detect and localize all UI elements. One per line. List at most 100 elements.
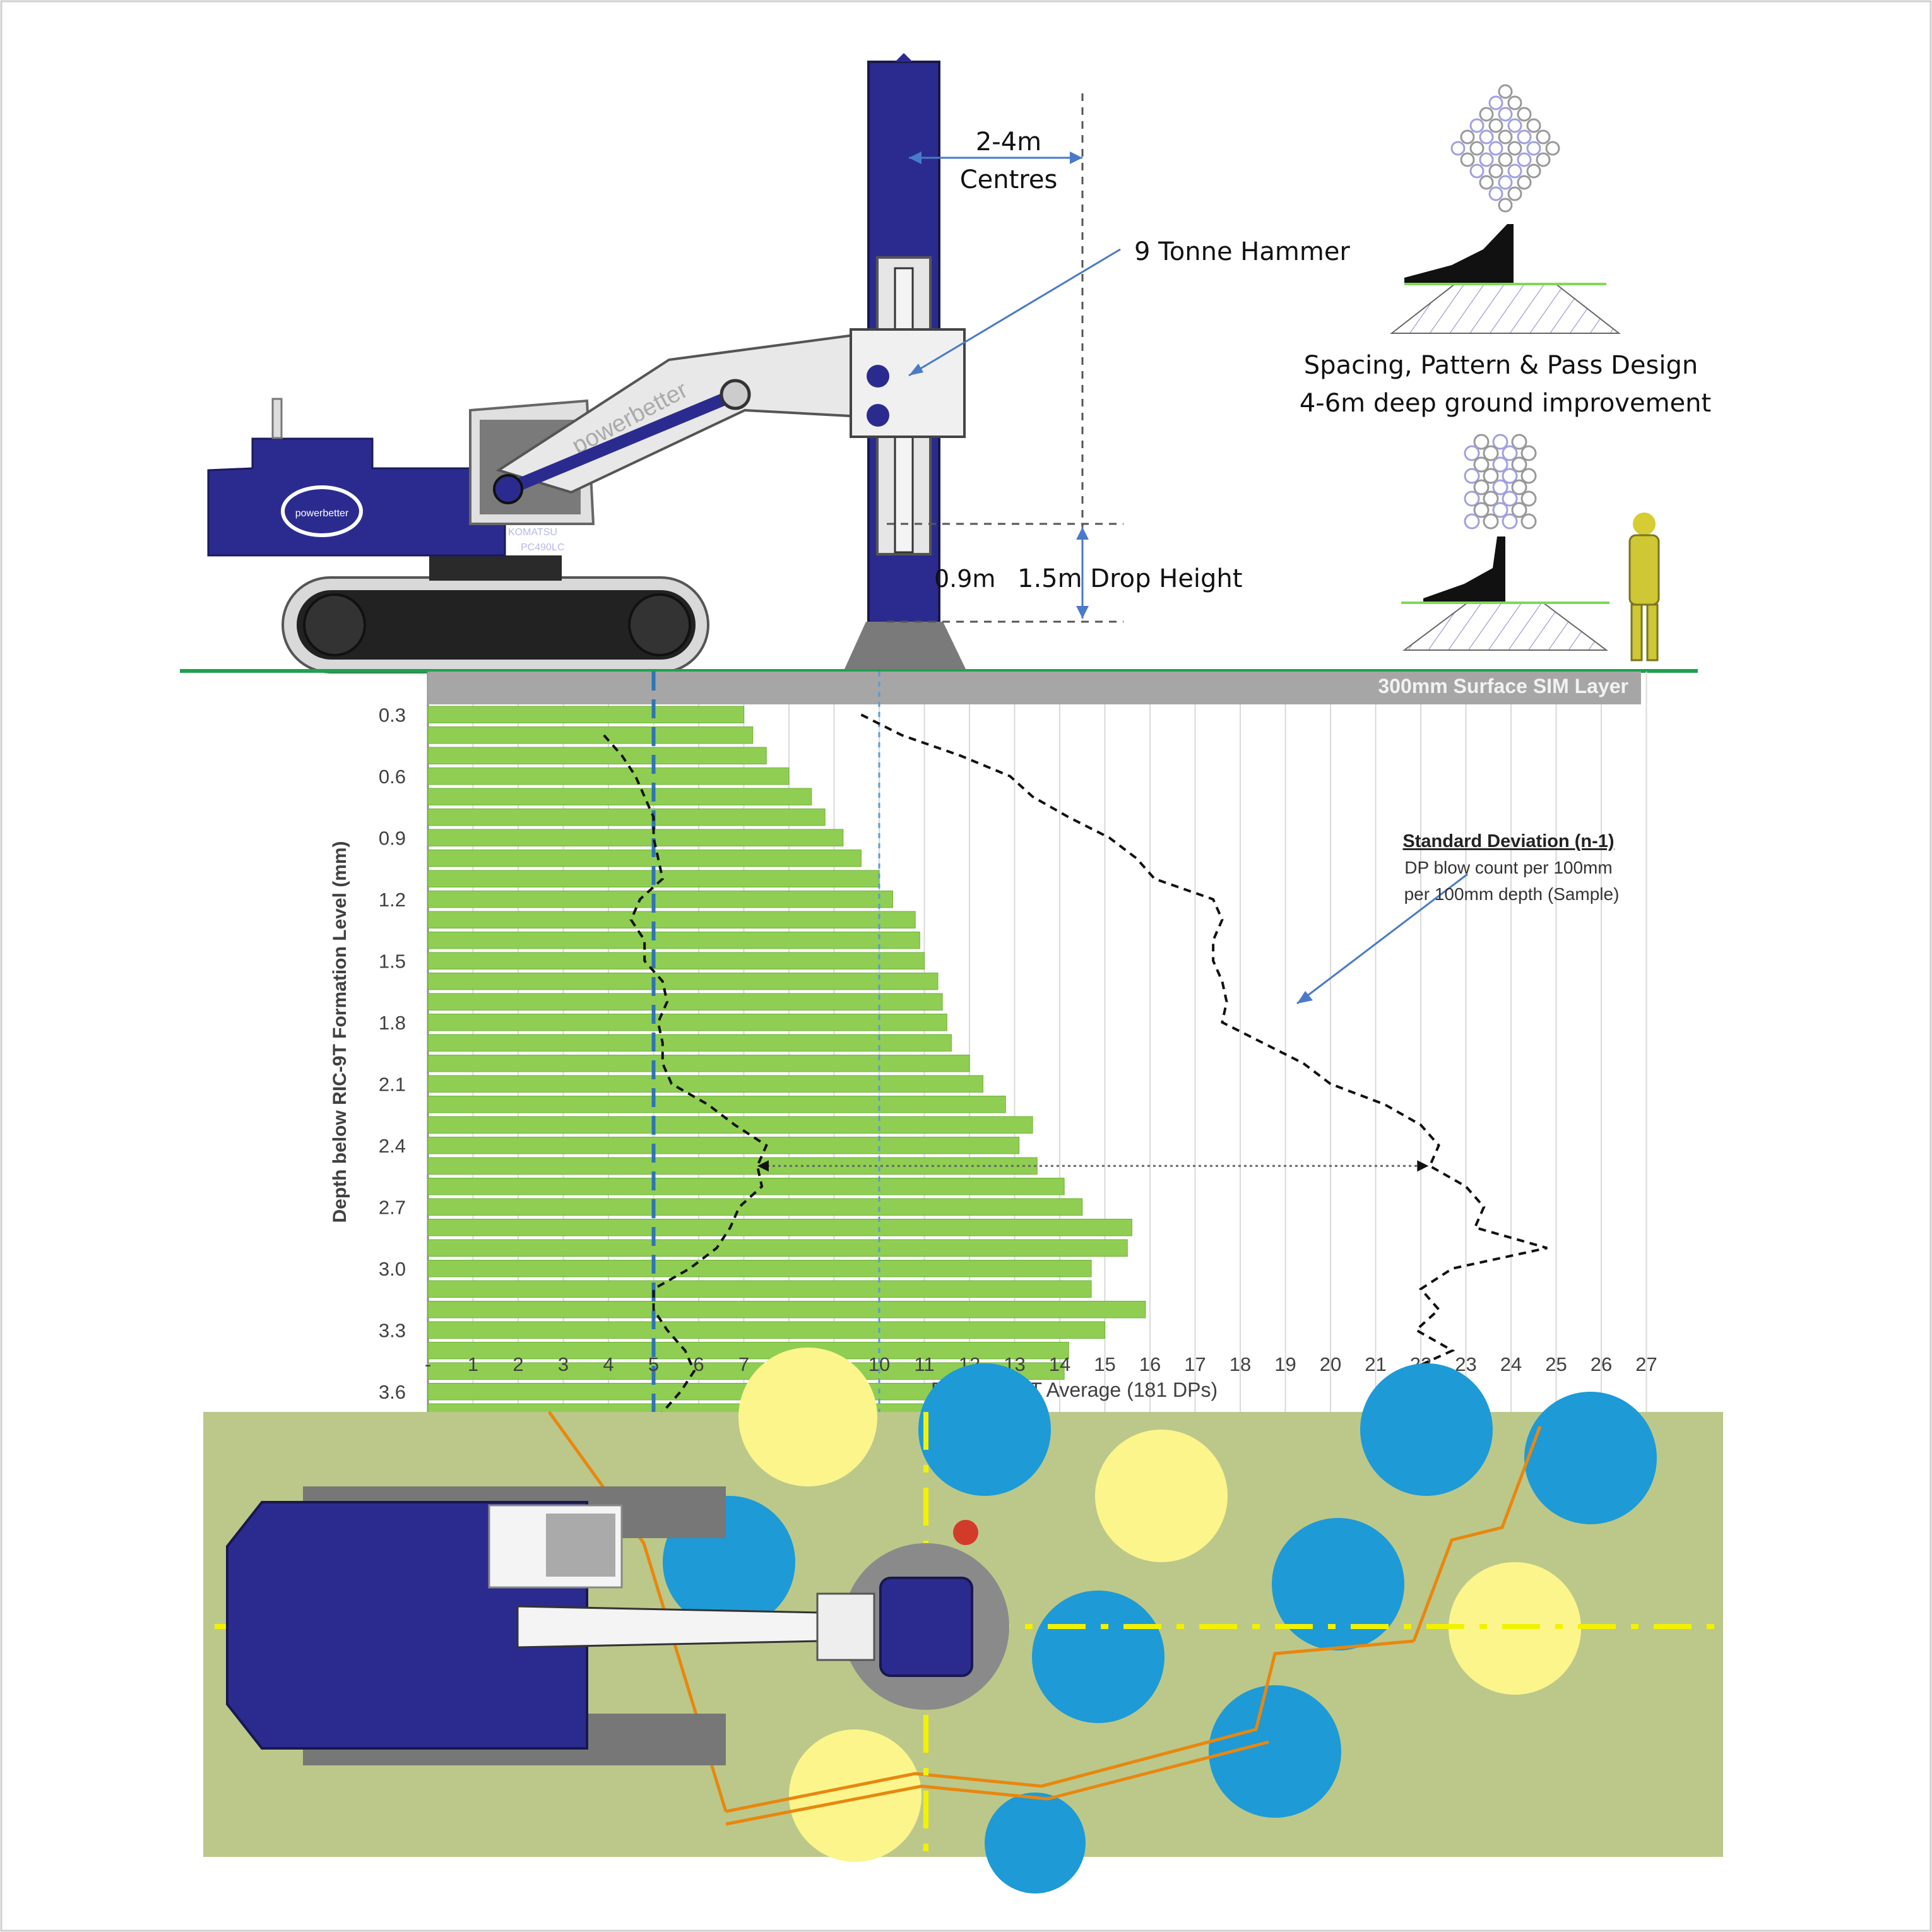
pattern-point: [1483, 490, 1499, 507]
bar-depth-1.4: [427, 932, 920, 949]
pattern-point: [1469, 163, 1485, 179]
y-tick-label: 2.4: [379, 1135, 406, 1157]
y-tick-label: 1.2: [379, 889, 406, 911]
bar-depth-3.1: [427, 1280, 1092, 1298]
y-tick-label: 3.0: [379, 1258, 406, 1280]
bar-depth-1.7: [427, 993, 943, 1010]
excavator-body: [207, 437, 506, 557]
model-label-2: PC490LC: [521, 542, 564, 553]
pattern-point: [1498, 84, 1513, 99]
x-tick-label: 3: [558, 1353, 569, 1375]
hammer-carriage: [850, 328, 966, 438]
pattern-point: [1473, 502, 1490, 518]
bar-depth-0.3: [427, 706, 744, 723]
pattern-point: [1488, 118, 1503, 133]
pattern-point: [1473, 479, 1490, 495]
y-tick-label: 3.6: [379, 1381, 406, 1403]
pattern-point: [1502, 468, 1518, 484]
centres-value-label: 2-4m: [976, 127, 1041, 157]
pattern-point: [1498, 198, 1513, 213]
bar-depth-1: [427, 850, 862, 867]
surface-layer-label: 300mm Surface SIM Layer: [1378, 675, 1628, 697]
pattern-point: [1520, 468, 1537, 484]
pattern-point: [1492, 434, 1508, 450]
annotation-pointer: [1296, 873, 1468, 1005]
pattern-point: [1469, 118, 1485, 133]
pattern-point: [1464, 490, 1480, 507]
pattern-point: [1460, 129, 1475, 145]
hammer-leader-line: [908, 248, 1121, 377]
bar-depth-1.8: [427, 1014, 947, 1031]
pattern-point: [1536, 152, 1551, 167]
mini-rig-lower: [1423, 536, 1505, 602]
pattern-point: [1517, 129, 1532, 145]
bar-depth-1.2: [427, 891, 893, 908]
pattern-point: [1511, 434, 1527, 450]
x-tick-label: 26: [1591, 1353, 1612, 1375]
pattern-point: [1498, 152, 1513, 167]
pattern-point: [1492, 456, 1508, 473]
bar-depth-0.6: [427, 767, 790, 785]
dimensions: 2-4m Centres 9 Tonne Hammer 0.9m 1.5m Dr…: [887, 93, 1350, 623]
pattern-point: [1511, 479, 1527, 495]
pattern-point: [1517, 107, 1532, 122]
pattern-point: [1511, 502, 1527, 518]
link-arrow-left: [757, 1160, 769, 1172]
ground-cone-upper: [1390, 283, 1621, 334]
pattern-point: [1526, 141, 1541, 156]
pattern-point: [1492, 502, 1508, 518]
bar-depth-3: [427, 1260, 1092, 1277]
pattern-point: [1517, 175, 1532, 190]
pattern-point: [1488, 95, 1503, 110]
surface-layer-band: [428, 672, 1641, 704]
pattern-point: [1507, 163, 1522, 179]
annotation-line-1: DP blow count per 100mm: [1404, 858, 1612, 877]
plan-rig: [226, 1486, 1009, 1765]
y-tick-label: 2.1: [379, 1073, 406, 1095]
pattern-point: [1517, 152, 1532, 167]
y-tick-label: 0.6: [379, 766, 406, 788]
pattern-point: [1479, 152, 1494, 167]
x-tick-label: 24: [1500, 1353, 1522, 1375]
legend-swatch: [911, 1384, 925, 1397]
pattern-point: [1479, 129, 1494, 145]
pattern-point: [1464, 468, 1480, 484]
y-tick-label: 3.3: [379, 1319, 406, 1341]
y-tick-label: 2.7: [379, 1196, 406, 1218]
x-tick-label: -: [425, 1353, 431, 1375]
x-tick-label: 18: [1230, 1353, 1251, 1375]
standard-deviation-line: [860, 713, 1548, 1680]
x-tick-label: 4: [603, 1353, 613, 1375]
x-tick-label: 11: [914, 1353, 934, 1375]
bar-depth-0.9: [427, 829, 844, 846]
pattern-point: [1450, 141, 1466, 156]
bar-depth-2.3: [427, 1116, 1033, 1134]
treated-points: [663, 1348, 1657, 1893]
pattern-point: [1488, 186, 1503, 201]
spacing-subtitle: 4-6m deep ground improvement: [1300, 389, 1711, 418]
pattern-point: [1520, 513, 1537, 530]
pattern-point: [1492, 479, 1508, 495]
bar-depth-2.9: [427, 1239, 1128, 1257]
pattern-point: [1464, 445, 1480, 461]
x-tick-label: 7: [738, 1353, 749, 1375]
stroke-label: 0.9m: [934, 565, 995, 593]
bar-depth-1.9: [427, 1034, 952, 1052]
x-tick-label: 25: [1545, 1353, 1567, 1375]
bar-depth-3.2: [427, 1301, 1146, 1319]
pattern-point: [1526, 118, 1541, 133]
pattern-point: [1479, 107, 1494, 122]
pattern-point: [1498, 175, 1513, 190]
pattern-point: [1483, 513, 1499, 530]
pattern-point: [1498, 107, 1513, 122]
bar-depth-1.3: [427, 911, 916, 928]
spacing-title: Spacing, Pattern & Pass Design: [1304, 351, 1698, 380]
y-tick-label: 1.8: [379, 1012, 406, 1034]
y-tick-label: 0.9: [379, 827, 406, 849]
pattern-point: [1507, 118, 1522, 133]
y-axis-title: Depth below RIC-9T Formation Level (mm): [329, 841, 350, 1223]
pattern-point: [1488, 163, 1503, 179]
drop-height-label: 1.5m Drop Height: [1017, 564, 1242, 593]
